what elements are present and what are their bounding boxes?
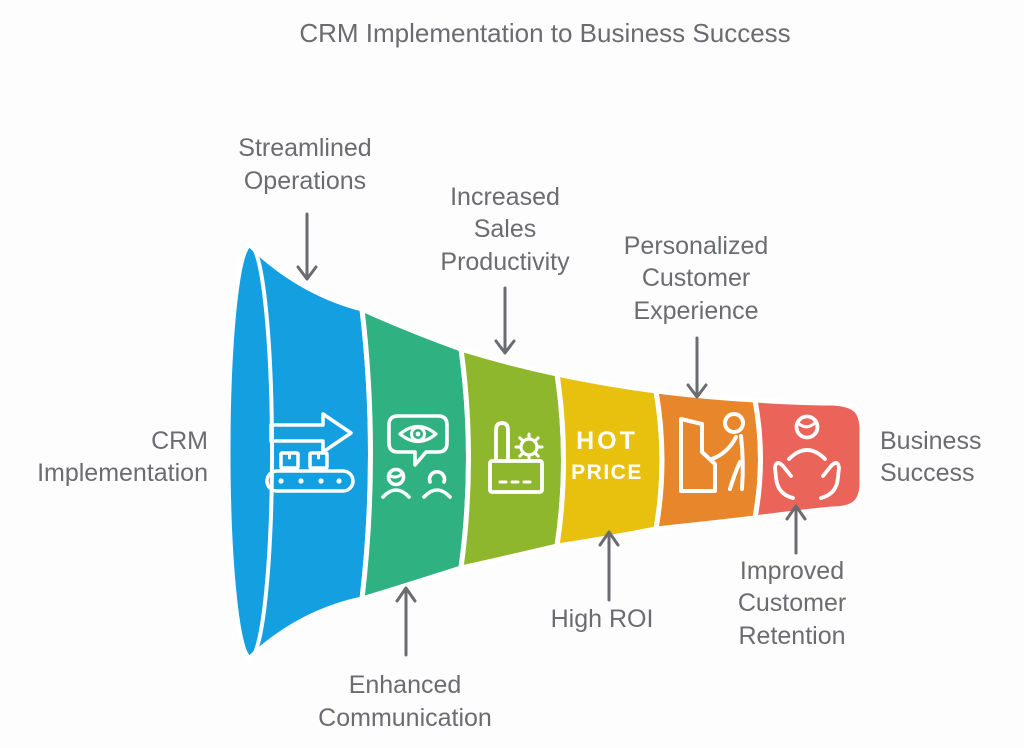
communication-eye-icon [381,414,452,499]
label-line: Business [880,427,981,455]
hot-price-line1: HOT [576,427,638,455]
label-line: Implementation [37,459,208,487]
label-line: Increased [450,183,560,211]
conveyor-arrow-icon [265,412,355,493]
label-line: CRM [151,427,208,455]
label-line: Productivity [440,248,570,276]
label-line: Sales [474,215,537,243]
personalized-customer-experience-label: Personalized Customer Experience [624,232,769,325]
factory-icon [488,421,544,494]
funnel-segment-high-roi [554,371,665,549]
label-line: Experience [633,297,758,325]
customer-care-hands-icon [773,414,841,500]
hot-price-icon: HOT PRICE [571,427,643,484]
increased-sales-productivity-arrow [494,286,516,355]
improved-customer-retention-label: Improved Customer Retention [738,557,846,650]
high-roi-label: High ROI [551,605,654,633]
high-roi-arrow [598,530,620,602]
enhanced-communication-arrow [395,586,417,657]
streamlined-operations-arrow [296,212,318,281]
increased-sales-productivity-label: Increased Sales Productivity [440,183,570,276]
label-line: Communication [318,704,492,732]
label-line: Improved [740,557,844,585]
label-line: High ROI [551,605,654,633]
label-line: Success [880,459,974,487]
label-line: Operations [244,167,366,195]
improved-customer-retention-arrow [785,504,807,555]
streamlined-operations-label: Streamlined Operations [238,134,371,195]
person-at-kiosk-icon [679,412,745,493]
diagram-title: CRM Implementation to Business Success [299,18,790,48]
label-line: Customer [642,264,750,292]
label-line: Streamlined [238,134,371,162]
personalized-customer-experience-arrow [686,336,708,399]
enhanced-communication-label: Enhanced Communication [318,671,492,732]
funnel-mouth-rim [249,243,274,660]
label-line: Customer [738,589,846,617]
funnel-segment-increased-sales-productivity [458,346,566,571]
funnel-segment-streamlined-operations [225,242,373,661]
label-line: Retention [738,622,845,650]
business-success-label: Business Success [880,427,981,487]
hot-price-line2: PRICE [571,461,643,484]
label-line: Enhanced [349,671,462,699]
crm-implementation-label: CRM Implementation [37,427,208,487]
label-line: Personalized [624,232,769,260]
